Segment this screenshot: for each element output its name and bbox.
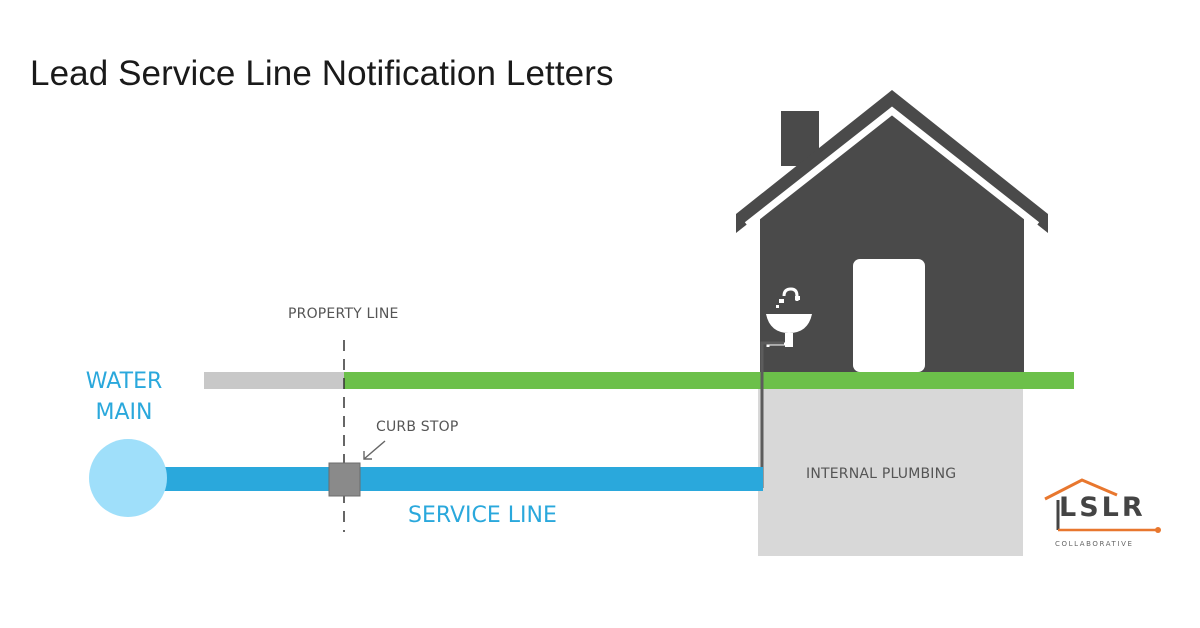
- page-title: Lead Service Line Notification Letters: [30, 54, 614, 93]
- house-door: [853, 259, 925, 372]
- property-line-label: PROPERTY LINE: [288, 306, 399, 322]
- sink-icon: [766, 287, 812, 347]
- service-line-pipe: [160, 467, 763, 491]
- ground-line-private: [344, 372, 1074, 389]
- water-main-label-line1: WATER: [85, 369, 163, 394]
- internal-plumbing-label: INTERNAL PLUMBING: [806, 466, 957, 482]
- service-line-label: SERVICE LINE: [408, 503, 557, 528]
- curb-stop-valve-icon: [328, 462, 361, 497]
- water-main-label-line2: MAIN: [95, 400, 153, 425]
- ground-line-public: [204, 372, 344, 389]
- house-icon: [736, 90, 1048, 372]
- curb-stop-arrow: [363, 440, 386, 460]
- logo-subtitle: COLLABORATIVE: [1055, 540, 1134, 548]
- internal-pipe: [760, 341, 784, 488]
- logo-name: LSLR: [1059, 492, 1146, 523]
- curb-stop-label: CURB STOP: [376, 419, 459, 435]
- lslr-logo-icon: [1044, 478, 1161, 533]
- water-main-circle: [89, 439, 167, 517]
- internal-plumbing-box: [758, 389, 1023, 556]
- water-main-label: WATER MAIN: [64, 366, 184, 428]
